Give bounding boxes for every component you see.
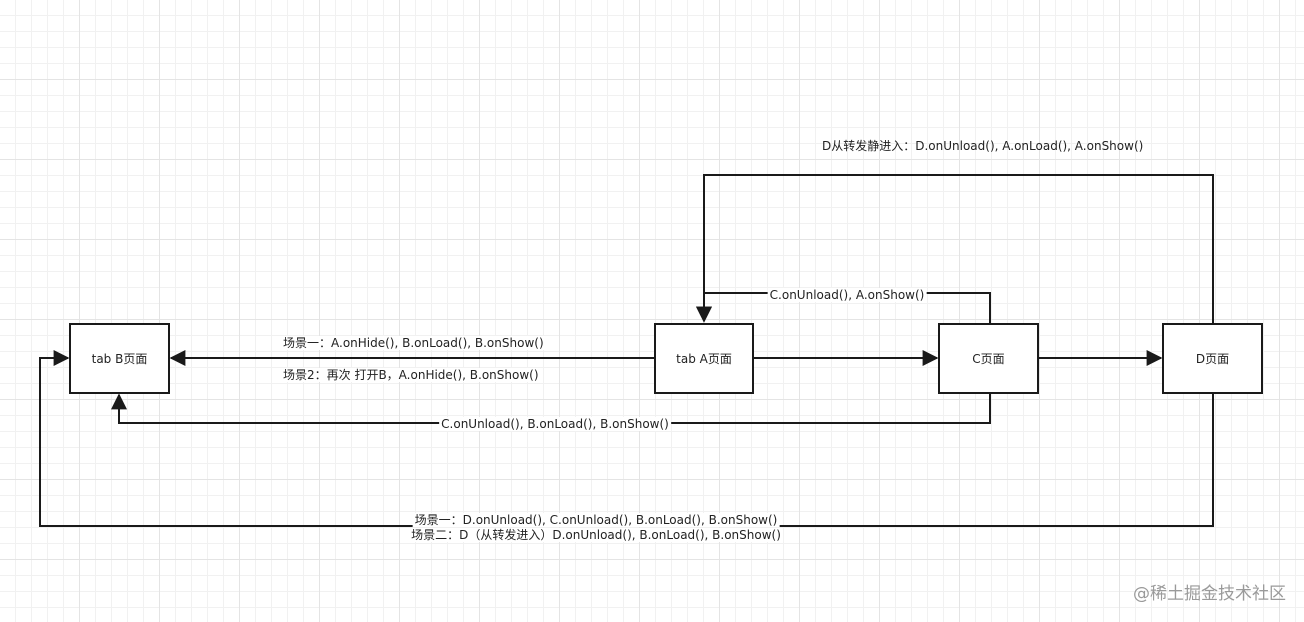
edge-d-to-b — [39, 350, 1214, 527]
node-tab-a-label: tab A页面 — [676, 352, 732, 366]
edge-label-a-to-b-scene2: 场景2：再次 打开B，A.onHide(), B.onShow() — [281, 368, 541, 382]
edge-d-to-a — [696, 174, 1214, 323]
edge-label-c-to-a: C.onUnload(), A.onShow() — [767, 288, 927, 302]
edge-label-d-to-b-scene1: 场景一：D.onUnload(), C.onUnload(), B.onLoad… — [412, 513, 780, 527]
edge-label-d-to-a: D从转发静进入：D.onUnload(), A.onLoad(), A.onSh… — [822, 139, 1144, 153]
node-tab-b-label: tab B页面 — [91, 352, 148, 366]
node-c: C页面 — [938, 323, 1039, 394]
node-d: D页面 — [1162, 323, 1263, 394]
edge-label-c-to-b: C.onUnload(), B.onLoad(), B.onShow() — [439, 417, 671, 431]
watermark: @稀土掘金技术社区 — [1133, 584, 1286, 604]
node-tab-b: tab B页面 — [69, 323, 170, 394]
edge-label-a-to-b-scene1: 场景一：A.onHide(), B.onLoad(), B.onShow() — [281, 336, 546, 350]
node-c-label: C页面 — [972, 352, 1005, 366]
edge-label-d-to-b-scene2: 场景二：D（从转发进入）D.onUnload(), B.onLoad(), B.… — [409, 528, 783, 542]
node-tab-a: tab A页面 — [654, 323, 754, 394]
node-d-label: D页面 — [1195, 352, 1230, 366]
